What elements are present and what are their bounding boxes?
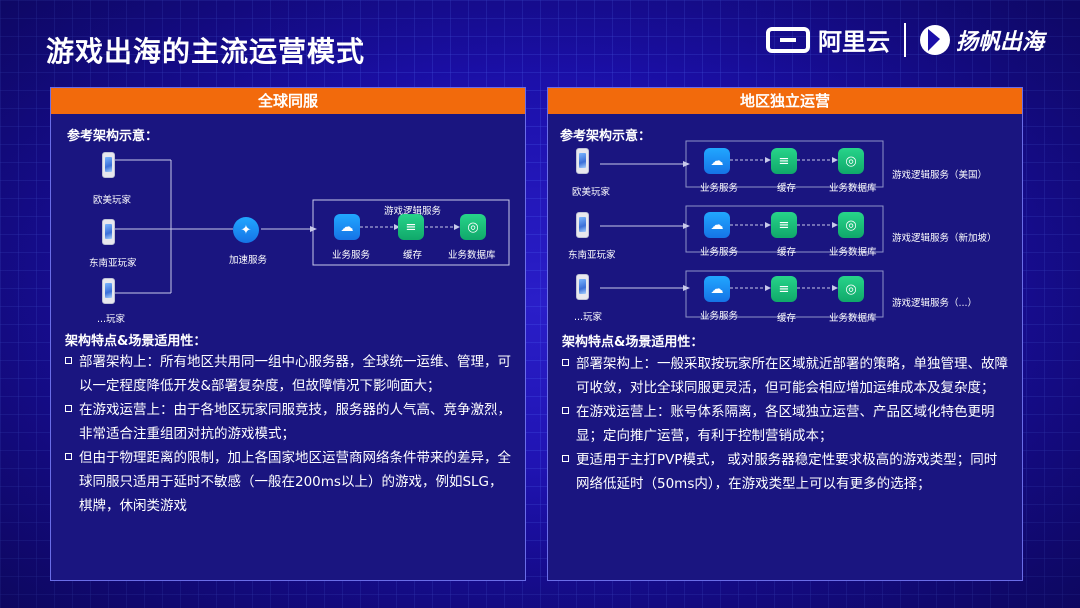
- phone-icon: [576, 148, 589, 174]
- feature-item: 部署架构上：所有地区共用同一组中心服务器，全球统一运维、管理，可以一定程度降低开…: [65, 350, 511, 398]
- database-icon: ◎: [460, 214, 486, 240]
- service-label: 业务服务: [700, 183, 739, 194]
- architecture-connectors: [115, 159, 510, 294]
- cloud-icon: ☁: [704, 212, 730, 238]
- cache-label: 缓存: [777, 183, 797, 194]
- cloud-icon: ☁: [704, 148, 730, 174]
- phone-icon: [102, 278, 115, 304]
- features-list: 部署架构上：一般采取按玩家所在区域就近部署的策略，单独管理、故障可收敛，对比全球…: [562, 352, 1008, 496]
- database-icon: ◎: [838, 148, 864, 174]
- database-icon: ◎: [838, 212, 864, 238]
- architecture-connectors: [600, 140, 884, 318]
- panel-header: 全球同服: [51, 88, 525, 114]
- features-title: 架构特点&场景适用性：: [65, 334, 207, 349]
- feature-item: 部署架构上：一般采取按玩家所在区域就近部署的策略，单独管理、故障可收敛，对比全球…: [562, 352, 1008, 400]
- cache-icon: ≡: [398, 214, 424, 240]
- cloud-icon: ☁: [334, 214, 360, 240]
- database-icon: ◎: [838, 276, 864, 302]
- diagram-title: 参考架构示意：: [67, 129, 159, 144]
- accelerator-label: 加速服务: [229, 255, 268, 266]
- slide-title: 游戏出海的主流运营模式: [46, 35, 366, 68]
- region-label-singapore: 游戏逻辑服务（新加坡）: [892, 233, 997, 244]
- diagram-title: 参考架构示意：: [560, 129, 652, 144]
- player-label-sea: 东南亚玩家: [568, 250, 616, 261]
- player-label-na-eu: 欧美玩家: [572, 187, 611, 198]
- region-label-other: 游戏逻辑服务（...）: [892, 298, 978, 309]
- phone-icon: [576, 274, 589, 300]
- service-group-title: 游戏逻辑服务: [384, 206, 442, 217]
- feature-item: 但由于物理距离的限制，加上各国家地区运营商网络条件带来的差异，全球同服只适用于延…: [65, 446, 511, 518]
- service-label: 业务服务: [700, 311, 739, 322]
- logo-area: 阿里云 扬帆出海: [765, 22, 1044, 57]
- logo-divider: [903, 22, 906, 57]
- cache-label: 缓存: [403, 250, 423, 261]
- feature-item: 在游戏运营上：由于各地区玩家同服竞技，服务器的人气高、竞争激烈，非常适合注重组团…: [65, 398, 511, 446]
- phone-icon: [102, 219, 115, 245]
- database-label: 业务数据库: [829, 247, 877, 258]
- cache-icon: ≡: [771, 276, 797, 302]
- yangfan-logo: 扬帆出海: [919, 24, 1044, 56]
- database-label: 业务数据库: [448, 250, 496, 261]
- features-title: 架构特点&场景适用性：: [562, 335, 704, 350]
- feature-item: 更适用于主打PVP模式， 或对服务器稳定性要求极高的游戏类型；同时网络低延时（5…: [562, 448, 1008, 496]
- yangfan-logo-text: 扬帆出海: [955, 29, 1044, 55]
- phone-icon: [102, 152, 115, 178]
- panel-regional-ops: 地区独立运营 参考架构示意：: [547, 87, 1023, 581]
- cache-icon: ≡: [771, 148, 797, 174]
- aliyun-logo: 阿里云: [765, 22, 890, 57]
- aliyun-logo-text: 阿里云: [817, 28, 890, 56]
- aliyun-mark-icon: [765, 26, 810, 53]
- database-label: 业务数据库: [829, 313, 877, 324]
- panel-global-server: 全球同服 参考架构示意： 欧美玩家 东南亚玩家 ...玩家 ✦ 加速服务 游戏逻…: [50, 87, 526, 581]
- player-label-other: ...玩家: [574, 312, 603, 323]
- accelerator-icon: ✦: [233, 217, 259, 243]
- player-label-other: ...玩家: [97, 314, 126, 325]
- phone-icon: [576, 212, 589, 238]
- service-label: 业务服务: [332, 250, 371, 261]
- database-label: 业务数据库: [829, 183, 877, 194]
- service-label: 业务服务: [700, 247, 739, 258]
- cache-icon: ≡: [771, 212, 797, 238]
- cache-label: 缓存: [777, 313, 797, 324]
- panel-header: 地区独立运营: [548, 88, 1022, 114]
- player-label-na-eu: 欧美玩家: [93, 195, 132, 206]
- feature-item: 在游戏运营上：账号体系隔离，各区域独立运营、产品区域化特色更明显；定向推广运营，…: [562, 400, 1008, 448]
- region-label-us: 游戏逻辑服务（美国）: [892, 170, 988, 181]
- cache-label: 缓存: [777, 247, 797, 258]
- features-list: 部署架构上：所有地区共用同一组中心服务器，全球统一运维、管理，可以一定程度降低开…: [65, 350, 511, 518]
- player-label-sea: 东南亚玩家: [89, 258, 137, 269]
- cloud-icon: ☁: [704, 276, 730, 302]
- sail-icon: [919, 24, 950, 55]
